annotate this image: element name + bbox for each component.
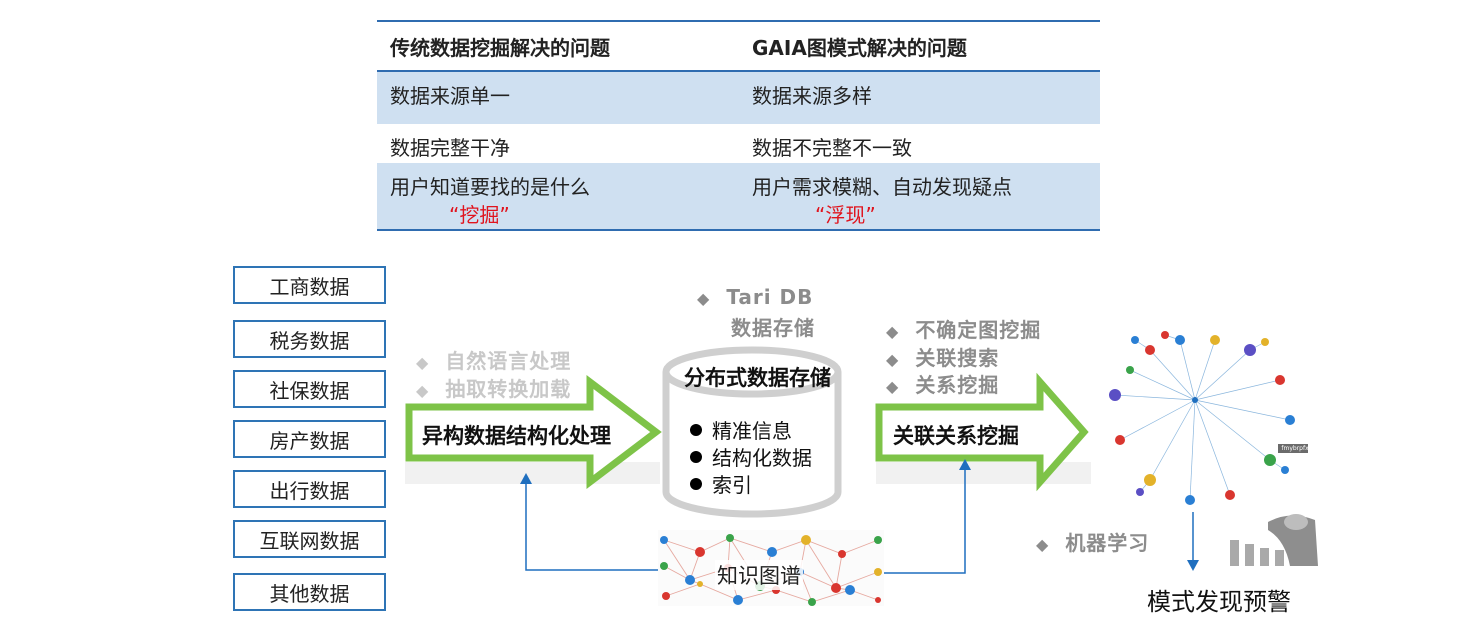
- diamond-icon: ◆: [1036, 535, 1050, 554]
- data-source-other: 其他数据: [233, 573, 386, 611]
- bullet-taridb: ◆Tari DB: [697, 285, 814, 309]
- table-cell: 数据不完整不一致: [752, 136, 912, 160]
- bullet-relation-mining: ◆关系挖掘: [886, 373, 1000, 397]
- arrow-structuring: [405, 374, 662, 490]
- table-cell: 数据完整干净: [390, 136, 510, 160]
- diamond-icon: ◆: [886, 377, 900, 396]
- diamond-icon: ◆: [416, 353, 430, 372]
- storage-item: 精准信息: [690, 415, 792, 444]
- bullet-dot-icon: [690, 451, 702, 463]
- diamond-icon: ◆: [886, 350, 900, 369]
- data-source-travel: 出行数据: [233, 470, 386, 508]
- knowledge-graph-network: [658, 530, 884, 606]
- output-label: 模式发现预警: [1147, 588, 1291, 616]
- bullet-etl: ◆抽取转换加载: [416, 377, 572, 401]
- table-row: 用户知道要找的是什么 用户需求模糊、自动发现疑点 “挖掘” “浮现”: [377, 163, 1100, 231]
- arrow-label-mining: 关联关系挖掘: [893, 424, 1019, 448]
- storage-item: 结构化数据: [690, 442, 812, 471]
- arrowhead-up: [959, 459, 971, 470]
- connector-kg-to-mining: [884, 470, 966, 574]
- arrowhead-down: [1187, 560, 1199, 571]
- table-cell: 用户需求模糊、自动发现疑点: [752, 175, 1012, 199]
- storage-cylinder: [662, 346, 842, 518]
- highlight-wajue: “挖掘”: [449, 203, 510, 227]
- table-header-traditional: 传统数据挖掘解决的问题: [390, 36, 610, 60]
- comparison-table: 传统数据挖掘解决的问题 GAIA图模式解决的问题 数据来源单一 数据来源多样 数…: [377, 20, 1100, 231]
- diamond-icon: ◆: [416, 381, 430, 400]
- bullet-dot-icon: [690, 478, 702, 490]
- highlight-fuxian: “浮现”: [815, 203, 876, 227]
- bullet-dot-icon: [690, 424, 702, 436]
- bullet-uncertain-graph: ◆不确定图挖掘: [886, 318, 1042, 342]
- connector-kg-to-structuring: [525, 484, 658, 571]
- data-source-business: 工商数据: [233, 266, 386, 304]
- graph-tag-box: [1278, 444, 1308, 453]
- data-source-social-security: 社保数据: [233, 370, 386, 408]
- data-source-property: 房产数据: [233, 420, 386, 458]
- table-header-row: 传统数据挖掘解决的问题 GAIA图模式解决的问题: [377, 20, 1100, 72]
- bullet-association-search: ◆关联搜索: [886, 346, 1000, 370]
- bullet-nlp: ◆自然语言处理: [416, 349, 572, 373]
- table-cell: 用户知道要找的是什么: [390, 175, 590, 199]
- table-row: 数据完整干净 数据不完整不一致: [377, 124, 1100, 163]
- data-source-tax: 税务数据: [233, 320, 386, 358]
- bullet-machine-learning: ◆机器学习: [1036, 531, 1150, 555]
- graph-tag-text: fmybrpfx: [1281, 445, 1309, 452]
- storage-title: 分布式数据存储: [684, 366, 831, 390]
- people-podium-icon: [1230, 514, 1318, 566]
- table-cell: 数据来源多样: [752, 84, 872, 108]
- knowledge-graph-label: 知识图谱: [715, 560, 803, 590]
- table-row: 数据来源单一 数据来源多样: [377, 72, 1100, 124]
- storage-item: 索引: [690, 469, 752, 498]
- arrow-reflection: [405, 462, 660, 484]
- diamond-icon: ◆: [886, 322, 900, 341]
- table-header-gaia: GAIA图模式解决的问题: [752, 36, 967, 60]
- result-radial-graph: [1109, 331, 1308, 505]
- diamond-icon: ◆: [697, 289, 711, 308]
- data-source-internet: 互联网数据: [233, 520, 386, 558]
- arrow-label-structuring: 异构数据结构化处理: [422, 424, 611, 448]
- arrowhead-up: [520, 473, 532, 484]
- table-cell: 数据来源单一: [390, 84, 510, 108]
- arrow-mining: [875, 372, 1089, 492]
- bullet-data-storage: 数据存储: [731, 316, 815, 340]
